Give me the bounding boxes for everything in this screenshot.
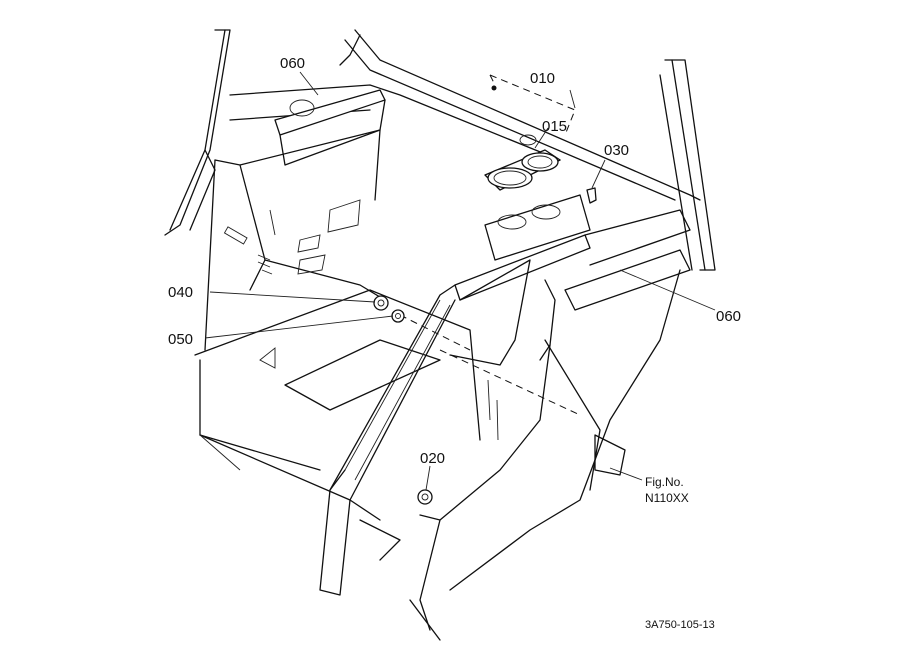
center-console-panel [319,234,591,596]
callout-040: 040 [168,284,193,301]
bolt-020 [417,489,433,505]
callout-020: 020 [420,450,445,467]
callout-leaders [204,71,716,491]
leader-lines [399,74,581,416]
hardware-parts [223,85,597,505]
bolt-040 [373,295,389,311]
right-console [409,209,691,641]
callout-060-top: 060 [280,55,305,72]
bolt-030 [586,187,597,204]
fig-label: Fig.No. [645,475,684,489]
drawing-code: 3A750-105-13 [645,619,715,631]
callout-015: 015 [542,118,567,135]
right-pillar [659,59,716,271]
washer-050 [391,309,405,323]
rear-panel-top [274,89,386,166]
cup-holder [484,134,591,261]
callout-050: 050 [168,331,193,348]
floor-box [194,289,481,561]
callout-030: 030 [604,142,629,159]
callout-010: 010 [530,70,555,87]
left-pillar [164,29,231,236]
fig-number: N110XX [645,491,689,505]
callout-060-right: 060 [716,308,741,325]
left-console [204,129,386,351]
